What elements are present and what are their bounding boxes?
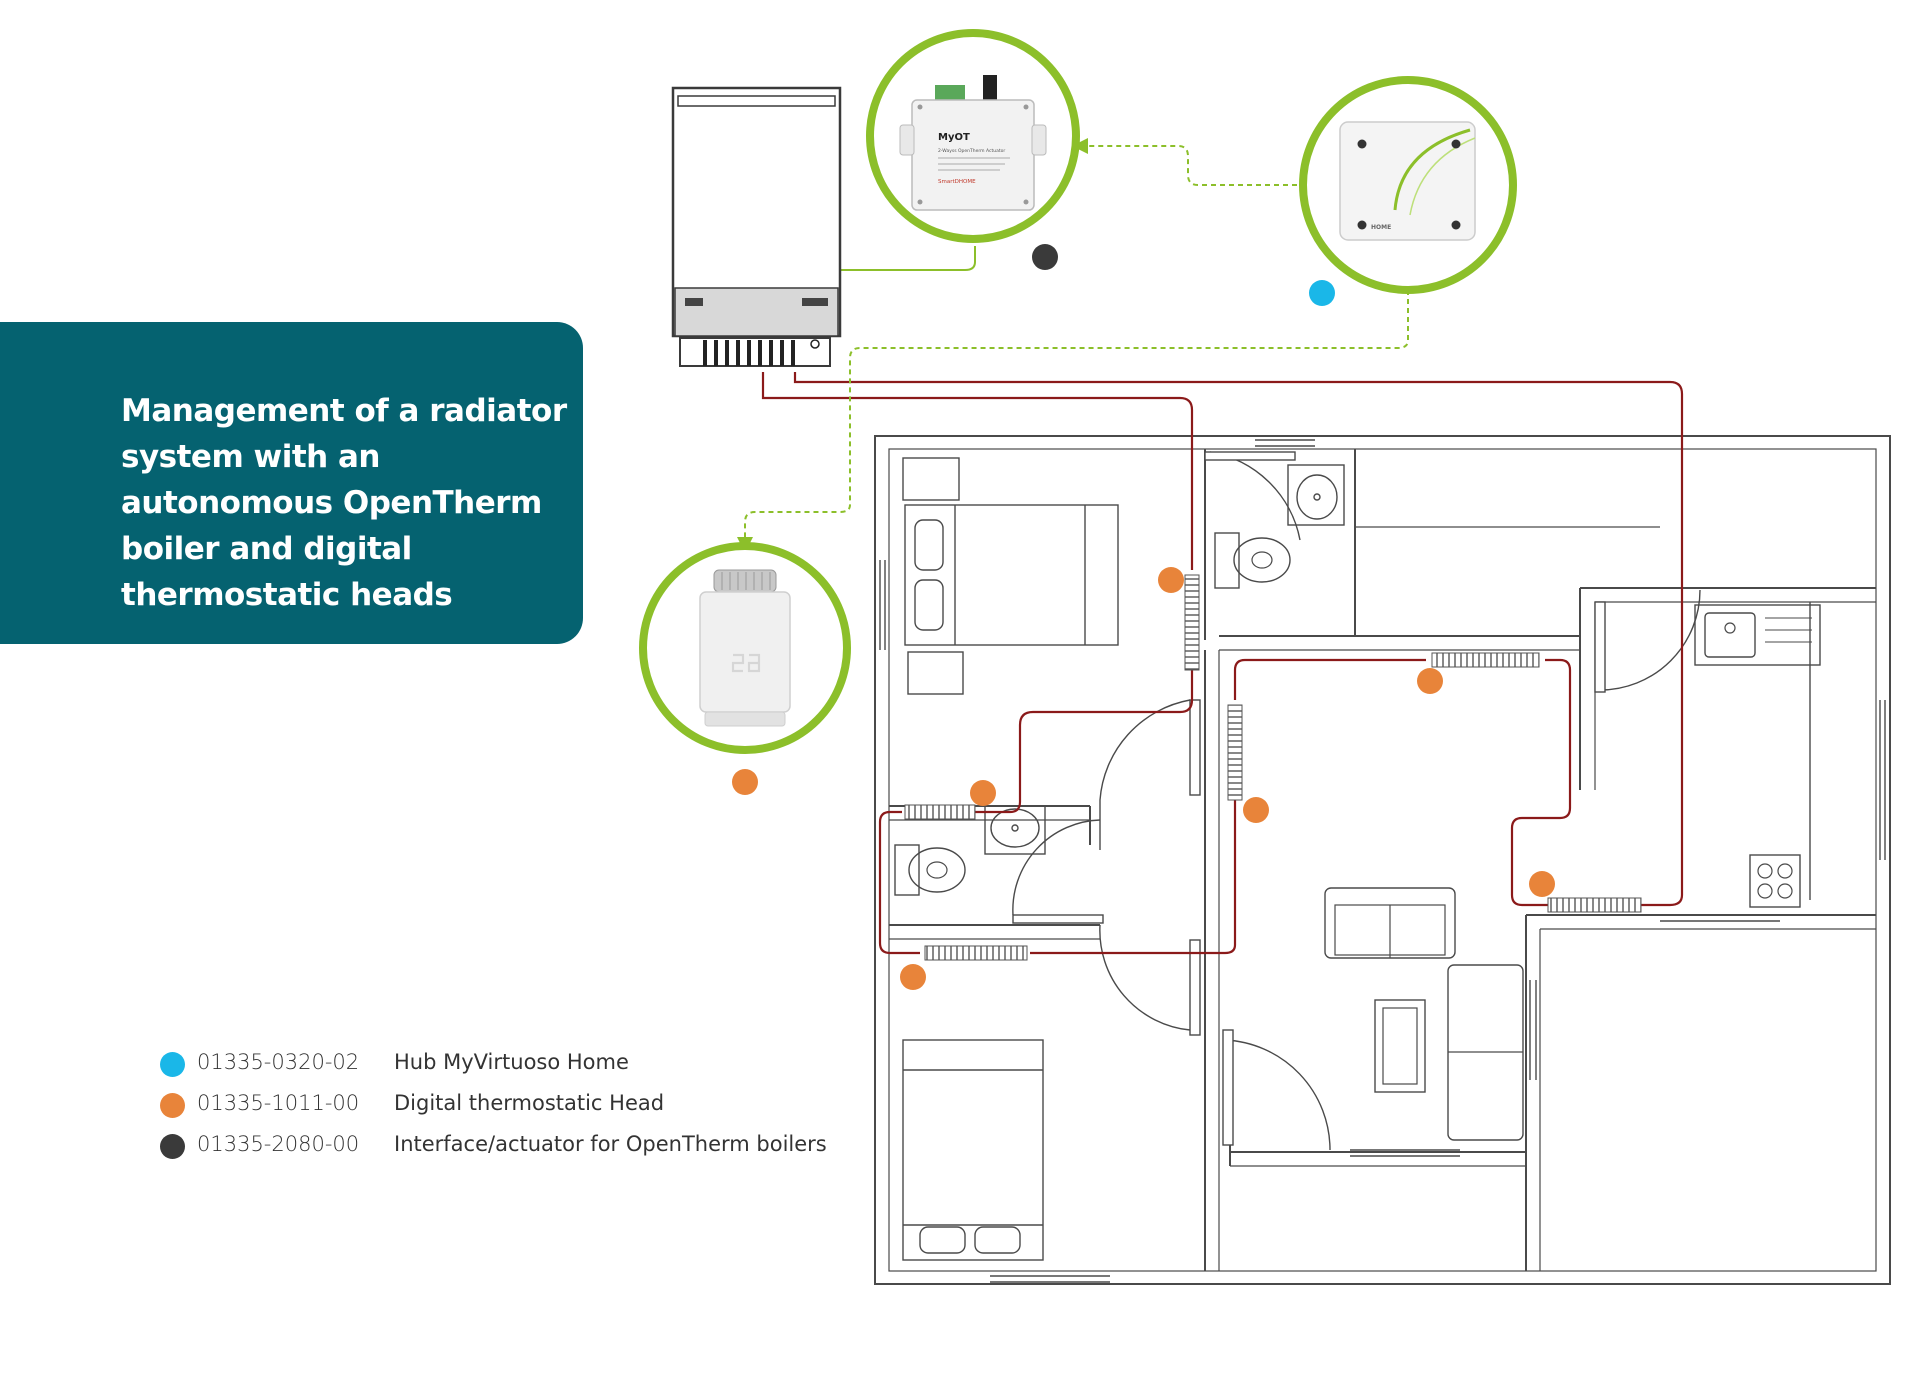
legend-dot-interface [160,1134,185,1159]
legend-label: Interface/actuator for OpenTherm boilers [394,1132,827,1156]
interface-boiler-wire [840,246,976,271]
thermostatic-head-marker [900,964,926,990]
room-thermostatic-head-markers [900,567,1555,990]
radiator [1431,652,1540,668]
legend-label: Hub MyVirtuoso Home [394,1050,629,1074]
thermostatic-head-marker [1417,668,1443,694]
title-panel [0,322,583,644]
myot-device-brand: SmartDHOME [938,179,976,185]
thermostatic-head-marker [732,769,758,795]
page-title: Management of a radiator system with an … [121,393,567,613]
radiator [1184,574,1200,671]
myot-interface-device: MyOT 2-Wayss OpenTherm Actuator SmartDHO… [866,29,1080,243]
legend-code: 01335-2080-00 [197,1132,360,1156]
radiator [1227,704,1243,801]
thermostatic-head-marker [1158,567,1184,593]
legend-code: 01335-1011-00 [197,1091,360,1115]
legend-code: 01335-0320-02 [197,1050,360,1074]
thermostatic-head-marker [1243,797,1269,823]
heating-pipes [761,372,1684,955]
legend-dot-hub [160,1052,185,1077]
radiator [924,945,1028,961]
hub-device: HOME [1299,76,1517,294]
wireless-links [737,138,1409,553]
boiler [671,86,842,367]
thermostatic-head-marker [1529,871,1555,897]
myot-device-subtitle: 2-Wayss OpenTherm Actuator [938,148,1005,154]
hub-marker [1309,280,1335,306]
interface-marker [1032,244,1058,270]
radiator [1547,897,1642,913]
thermostatic-head-device [639,542,851,754]
floor-plan [874,435,1891,1285]
legend-dot-thermostatic-head [160,1093,185,1118]
myot-device-name: MyOT [938,132,970,143]
thermostatic-head-marker [970,780,996,806]
radiator [904,804,976,820]
hub-device-brand: HOME [1371,224,1391,231]
legend-label: Digital thermostatic Head [394,1091,665,1115]
radiators [904,574,1642,961]
